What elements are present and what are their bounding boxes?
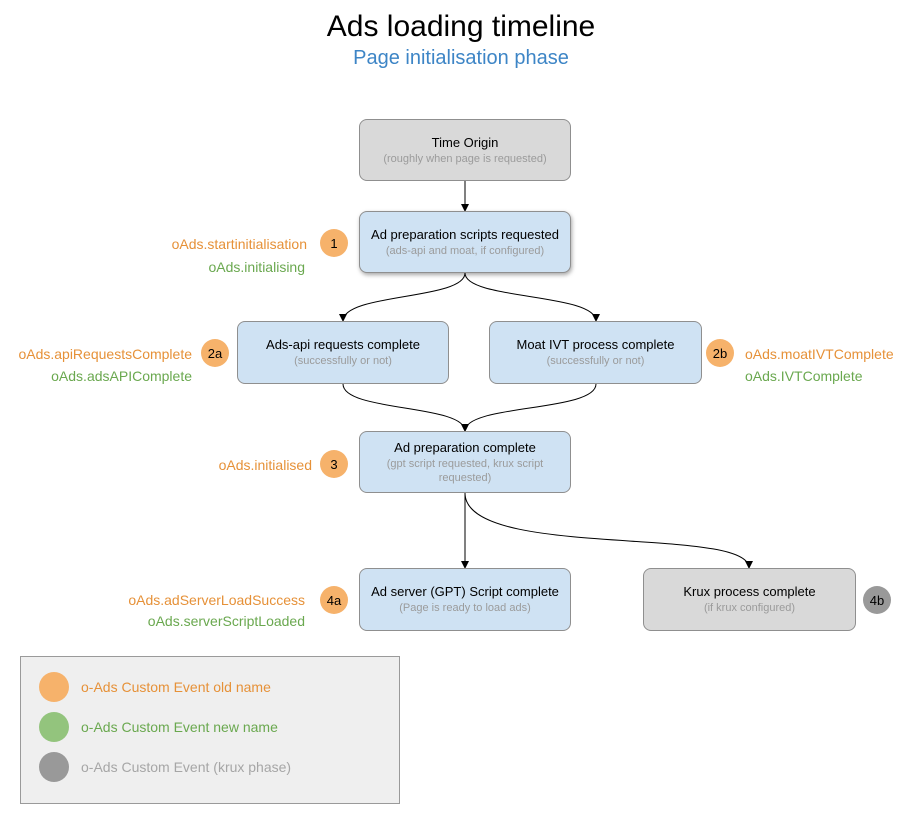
node-ad-server-note: (Page is ready to load ads) bbox=[399, 602, 531, 614]
legend-old-label: o-Ads Custom Event old name bbox=[81, 679, 271, 695]
node-krux-note: (if krux configured) bbox=[703, 602, 796, 614]
step-badge-4a: 4a bbox=[320, 586, 348, 614]
node-time-origin: Time Origin (roughly when page is reques… bbox=[359, 119, 571, 181]
diagram-title: Ads loading timeline bbox=[326, 10, 596, 43]
step-badge-4b: 4b bbox=[863, 586, 891, 614]
node-ad-server: Ad server (GPT) Script complete (Page is… bbox=[359, 568, 571, 631]
event-1-new-name: oAds.initialising bbox=[208, 259, 306, 275]
node-ad-prep-scripts: Ad preparation scripts requested (ads-ap… bbox=[359, 211, 571, 273]
arrow-prep-to-krux bbox=[464, 492, 753, 569]
event-2a-new-name: oAds.adsAPIComplete bbox=[51, 368, 192, 384]
node-ad-prep-scripts-note: (ads-api and moat, if configured) bbox=[385, 244, 545, 257]
node-krux-title: Krux process complete bbox=[683, 584, 816, 599]
legend-item-old: o-Ads Custom Event old name bbox=[39, 672, 271, 702]
node-ads-api: Ads-api requests complete (successfully … bbox=[237, 321, 449, 384]
step-badge-2a: 2a bbox=[201, 339, 229, 367]
node-ads-api-note: (successfully or not) bbox=[294, 355, 392, 367]
legend-item-krux: o-Ads Custom Event (krux phase) bbox=[39, 752, 291, 782]
node-ad-prep-complete-title: Ad preparation complete bbox=[394, 439, 536, 455]
node-ads-api-title: Ads-api requests complete bbox=[266, 337, 420, 352]
node-moat-note: (successfully or not) bbox=[546, 355, 645, 367]
node-moat-title: Moat IVT process complete bbox=[516, 337, 675, 352]
arrow-ads-api-to-prep bbox=[342, 383, 469, 432]
step-badge-3: 3 bbox=[320, 450, 348, 478]
arrow-scripts-to-ads-api bbox=[339, 272, 466, 322]
node-time-origin-note: (roughly when page is requested) bbox=[383, 152, 547, 165]
node-time-origin-title: Time Origin bbox=[431, 134, 499, 150]
legend-krux-label: o-Ads Custom Event (krux phase) bbox=[81, 759, 292, 775]
step-badge-1: 1 bbox=[320, 229, 348, 257]
event-4a-old-name: oAds.adServerLoadSuccess bbox=[128, 592, 305, 608]
arrow-moat-to-prep bbox=[461, 383, 597, 432]
legend: o-Ads Custom Event old name o-Ads Custom… bbox=[20, 656, 400, 804]
step-badge-2b: 2b bbox=[706, 339, 734, 367]
event-2b-new-name: oAds.IVTComplete bbox=[745, 368, 863, 384]
legend-krux-dot bbox=[39, 752, 69, 782]
legend-new-label: o-Ads Custom Event new name bbox=[81, 719, 278, 735]
event-1-old-name: oAds.startinitialisation bbox=[171, 236, 307, 252]
node-ad-prep-complete: Ad preparation complete (gpt script requ… bbox=[359, 431, 571, 493]
event-4a-new-name: oAds.serverScriptLoaded bbox=[147, 613, 305, 629]
event-2a-old-name: oAds.apiRequestsComplete bbox=[18, 346, 192, 362]
legend-new-dot bbox=[39, 712, 69, 742]
node-ad-prep-complete-note: (gpt script requested, krux script reque… bbox=[386, 457, 544, 484]
event-2b-old-name: oAds.moatIVTComplete bbox=[745, 346, 894, 362]
legend-old-dot bbox=[39, 672, 69, 702]
arrow-scripts-to-moat bbox=[464, 272, 600, 322]
event-3-old-name: oAds.initialised bbox=[218, 457, 312, 473]
node-moat: Moat IVT process complete (successfully … bbox=[489, 321, 702, 384]
node-krux: Krux process complete (if krux configure… bbox=[643, 568, 856, 631]
legend-item-new: o-Ads Custom Event new name bbox=[39, 712, 278, 742]
node-ad-server-title: Ad server (GPT) Script complete bbox=[371, 584, 559, 599]
node-ad-prep-scripts-title: Ad preparation scripts requested bbox=[371, 226, 559, 242]
diagram-subtitle: Page initialisation phase bbox=[353, 47, 569, 69]
